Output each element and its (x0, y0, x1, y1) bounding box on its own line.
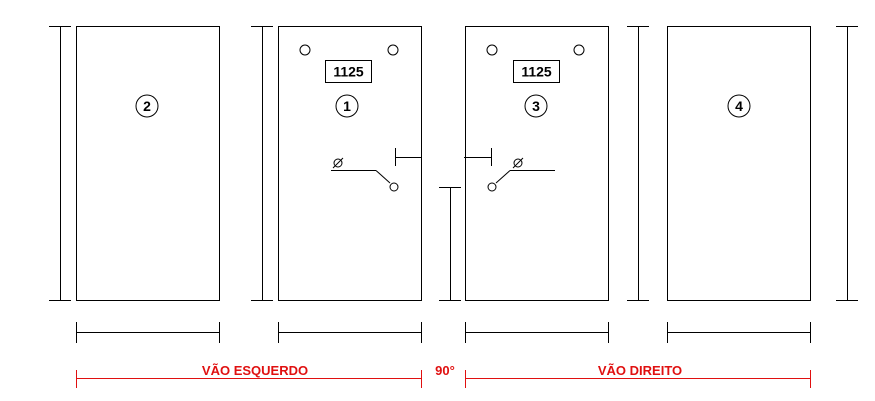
panel-1-id-label: 1 (343, 98, 351, 114)
panel-3-lock-symbol (487, 157, 555, 192)
left-opening-dimension: VÃO ESQUERDO (76, 363, 422, 388)
panel-1-keeper-bracket (395, 148, 422, 166)
panel-2-id-circle (135, 94, 159, 118)
panel-2: 2 (76, 26, 220, 301)
left-opening-label: VÃO ESQUERDO (202, 363, 308, 378)
panel-1: 1125 1 (278, 26, 422, 301)
panel-4-height-dimension (836, 26, 858, 301)
center-height-dimension (439, 187, 461, 301)
right-opening-dimension: VÃO DIREITO (465, 363, 811, 388)
panel-1-code-label: 1125 (333, 64, 364, 80)
panel-4-body (667, 26, 811, 301)
panel-4-id-label: 4 (735, 98, 743, 114)
panel-3-hole-left (486, 44, 498, 56)
panel-3-id-label: 3 (532, 98, 540, 114)
panel-3-height-dimension (627, 26, 649, 301)
panel-4: 4 (667, 26, 811, 301)
panel-3-code-box (513, 60, 560, 83)
panel-2-id-label: 2 (143, 98, 151, 114)
panel-3-width-dimension (465, 322, 609, 343)
right-opening-label: VÃO DIREITO (598, 363, 682, 378)
panel-1-code-box (325, 60, 372, 83)
panel-1-id-circle (335, 94, 359, 118)
panel-2-body (76, 26, 220, 301)
panel-3: 1125 3 (464, 26, 609, 301)
panel-3-hole-right (573, 44, 585, 56)
panel-2-width-dimension (76, 322, 220, 343)
panel-2-height-dimension (49, 26, 71, 301)
panel-3-keeper-bracket (464, 148, 492, 166)
panel-1-height-dimension (251, 26, 273, 301)
panel-1-hole-left (299, 44, 311, 56)
panel-1-width-dimension (278, 322, 422, 343)
panel-4-id-circle (727, 94, 751, 118)
panel-3-code-label: 1125 (521, 64, 552, 80)
panel-4-width-dimension (667, 322, 811, 343)
panel-3-id-circle (524, 94, 548, 118)
panel-1-lock-symbol (331, 157, 399, 192)
panel-1-hole-right (387, 44, 399, 56)
angle-label: 90° (435, 363, 455, 378)
